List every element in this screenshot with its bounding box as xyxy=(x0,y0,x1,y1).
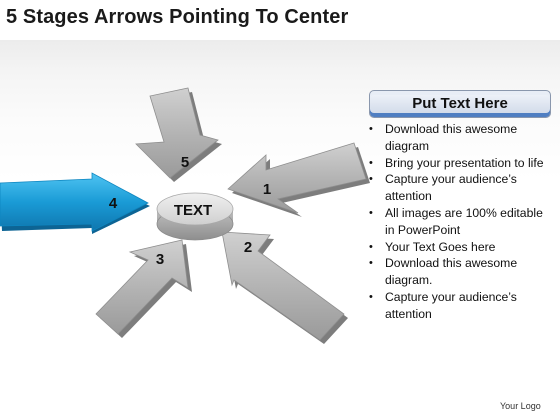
bullet-icon: • xyxy=(369,240,373,253)
bullet-icon: • xyxy=(369,156,373,169)
bullet-icon: • xyxy=(369,206,373,219)
stage-number-2: 2 xyxy=(244,239,252,256)
logo-text: Your Logo xyxy=(500,401,541,411)
arrow-stage-1 xyxy=(227,142,370,217)
bullet-text: Capture your audience’s attention xyxy=(385,172,517,204)
bullet-text: Your Text Goes here xyxy=(385,239,496,254)
bullet-text: All images are 100% editable in PowerPoi… xyxy=(385,205,543,237)
bullet-text: Bring your presentation to life xyxy=(385,155,544,170)
arrow-stage-5 xyxy=(135,87,222,182)
bullet-icon: • xyxy=(369,123,373,135)
bullet-icon: • xyxy=(369,257,373,270)
bullet-icon: • xyxy=(369,290,373,303)
bullet-list: • Download this awesome diagram • Bring yo… xyxy=(366,121,552,323)
panel-header: Put Text Here xyxy=(369,90,551,118)
stage-number-3: 3 xyxy=(156,251,164,268)
bullet-item: • Download this awesome diagram xyxy=(366,121,552,155)
stage-number-4: 4 xyxy=(109,195,118,212)
center-label: TEXT xyxy=(174,202,212,219)
arrow-stage-4 xyxy=(0,172,150,234)
bullet-item: • Capture your audience’s attention xyxy=(366,289,552,323)
bullet-item: • Your Text Goes here xyxy=(366,239,552,256)
bullet-item: • All images are 100% editable in PowerPo… xyxy=(366,205,552,239)
center-disc xyxy=(156,192,234,241)
panel-heading: Put Text Here xyxy=(412,95,508,112)
arrow-stage-3 xyxy=(95,239,192,338)
header: 5 Stages Arrows Pointing To Center xyxy=(0,0,560,40)
bullet-icon: • xyxy=(369,173,373,186)
bullet-item: • Download this awesome diagram. xyxy=(366,255,552,289)
bullet-text: Capture your audience’s attention xyxy=(385,289,517,321)
bullet-item: • Bring your presentation to life xyxy=(366,155,552,172)
bullet-text: Download this awesome diagram xyxy=(385,122,518,153)
stage-number-1: 1 xyxy=(263,181,271,198)
page-title: 5 Stages Arrows Pointing To Center xyxy=(6,6,349,28)
arrow-stage-2 xyxy=(221,231,348,344)
bullet-item: • Capture your audience’s attention xyxy=(366,171,552,205)
stage-number-5: 5 xyxy=(181,154,189,171)
bullet-text: Download this awesome diagram. xyxy=(385,256,518,288)
